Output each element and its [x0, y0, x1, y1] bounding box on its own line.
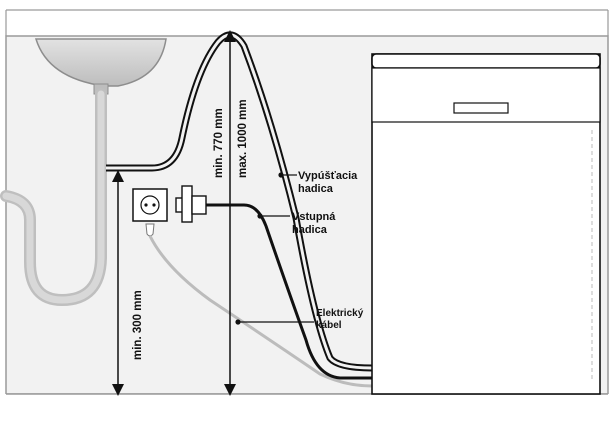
callout-electric-cable: Elektrický kábel	[235, 308, 364, 331]
callout-drain-hose: Vypúšťacia hadica	[278, 170, 358, 195]
cable-label-2: kábel	[316, 320, 342, 331]
inlet-hose-label-2: hadica	[292, 224, 328, 236]
water-tap-connector-icon	[175, 185, 207, 223]
drain-hose-label-2: hadica	[298, 183, 334, 195]
floor	[0, 394, 612, 439]
inlet-hose	[206, 203, 372, 380]
inlet-hose-label-1: Vstupná	[292, 211, 336, 223]
electric-cable	[148, 235, 373, 388]
dimension-770-1000: min. 770 mm max. 1000 mm	[213, 30, 249, 396]
power-socket-icon	[132, 188, 168, 222]
callout-inlet-hose: Vstupná hadica	[257, 211, 336, 236]
dishwasher	[371, 53, 601, 395]
dimension-min-770-label: min. 770 mm	[213, 108, 225, 178]
dimension-max-1000-label: max. 1000 mm	[237, 99, 249, 178]
dishwasher-handle	[453, 102, 509, 114]
drain-hose-label-1: Vypúšťacia	[298, 170, 358, 182]
cable-label-1: Elektrický	[316, 308, 364, 319]
dimension-min-300: min. 300 mm	[112, 170, 144, 396]
dimension-min-300-label: min. 300 mm	[132, 290, 144, 360]
electric-plug-icon	[145, 223, 155, 237]
